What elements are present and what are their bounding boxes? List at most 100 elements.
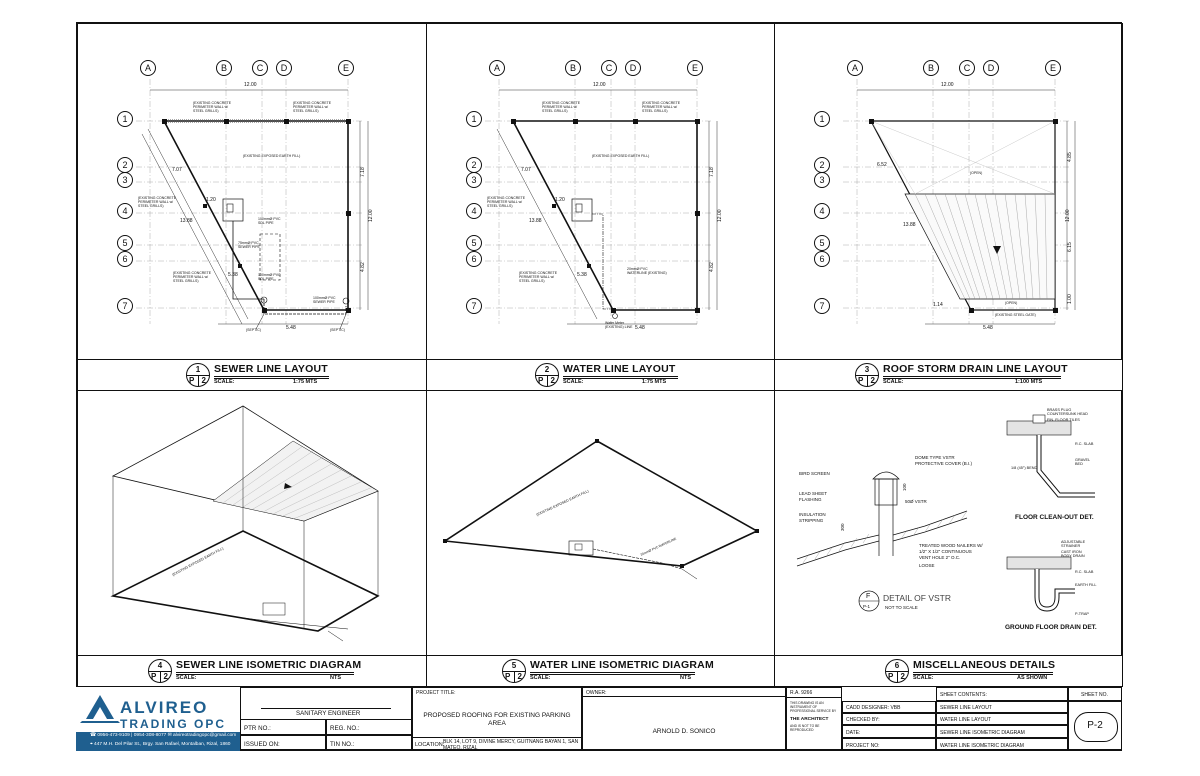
grid-bubble-row-2: 2 [466,157,482,173]
dimension-label: 12.00 [593,82,606,88]
dimension-label: 1.14 [933,302,943,308]
grid-bubble-col-b: B [923,60,939,76]
grid-bubble-col-a: A [489,60,505,76]
title-block: ALVIREO TRADING OPC ☎ 0956-473-9109 | 09… [76,686,1122,751]
dimension-label: 12.00 [941,82,954,88]
svg-text:PERIMETER WALL w/: PERIMETER WALL w/ [542,105,577,109]
label-loose: LOOSE [919,563,935,568]
svg-text:SDL PIPE: SDL PIPE [258,221,274,225]
grid-bubble-col-e: E [338,60,354,76]
svg-text:(EXISTING) LINE: (EXISTING) LINE [605,325,633,329]
svg-text:100mmØ PVC: 100mmØ PVC [258,217,281,221]
svg-text:STEEL GRILLS): STEEL GRILLS) [519,279,545,283]
svg-text:(EXISTING CONCRETE: (EXISTING CONCRETE [173,271,212,275]
ra-block: R.A. 9266 THIS DRAWING IS AN INSTRUMENT … [786,687,842,751]
svg-text:SEWER PIPE: SEWER PIPE [313,300,335,304]
label-nailers: TREATED WOOD NAILERS W/ [919,543,983,548]
panel-title: MISCELLANEOUS DETAILS [913,659,1056,671]
svg-text:(EXISTING CONCRETE: (EXISTING CONCRETE [642,101,681,105]
grid-bubble-row-6: 6 [814,251,830,267]
dimension-label: 5.48 [286,325,296,331]
svg-text:SEWER PIPE: SEWER PIPE [238,245,260,249]
grid-bubble-col-d: D [276,60,292,76]
svg-text:P-1: P-1 [863,604,871,609]
svg-text:VENT HOLE 2" O.C.: VENT HOLE 2" O.C. [919,555,960,560]
dimension-label: 1.00 [1067,294,1073,304]
dimension-label: 1.20 [555,197,565,203]
svg-text:100mmØ PVC: 100mmØ PVC [313,296,336,300]
panel-water-isometric: (EXISTING EXPOSED EARTH FILL) 20mmØ PVC … [426,390,775,687]
engineer-role: SANITARY ENGINEER [296,710,361,717]
grid-bubble-col-e: E [687,60,703,76]
dimension-label: 7.18 [360,167,366,177]
dimension-label: 5.38 [577,272,587,278]
dimension-label: 6.52 [877,162,887,168]
svg-text:TRADING OPC: TRADING OPC [120,717,226,731]
svg-text:PERIMETER WALL w/: PERIMETER WALL w/ [293,105,328,109]
svg-text:COUNTERSUNK HEAD: COUNTERSUNK HEAD [1047,412,1088,416]
grid-bubble-col-d: D [625,60,641,76]
svg-text:20mmØ PVC: 20mmØ PVC [627,267,648,271]
dimension-label: 7.18 [709,167,715,177]
grid-bubble-row-3: 3 [466,172,482,188]
dimension-label: 1.20 [206,197,216,203]
svg-text:FIN. FLOOR TILES: FIN. FLOOR TILES [1047,418,1080,422]
grid-bubble-col-a: A [847,60,863,76]
svg-text:WATERLINE (EXISTING): WATERLINE (EXISTING) [627,271,667,275]
svg-text:STRAINER: STRAINER [1061,544,1080,548]
dimension-label: 4.85 [1067,152,1073,162]
svg-text:BODY DRAIN: BODY DRAIN [1061,554,1085,558]
svg-text:STEEL GRILLS): STEEL GRILLS) [542,109,568,113]
svg-text:PERIMETER WALL w/: PERIMETER WALL w/ [193,105,228,109]
dimension-label: 5.38 [228,272,238,278]
panel-title: ROOF STORM DRAIN LINE LAYOUT [883,363,1068,375]
dimension-label: 13.88 [180,218,193,224]
vstr-title: DETAIL OF VSTR [883,593,951,603]
water-isometric-drawing: (EXISTING EXPOSED EARTH FILL) 20mmØ PVC … [442,439,759,580]
panel-title: SEWER LINE LAYOUT [214,363,328,375]
svg-text:75mmØ PVC: 75mmØ PVC [238,241,259,245]
svg-text:STRIPPING: STRIPPING [799,518,824,523]
dimension-label: 7.07 [521,167,531,173]
svg-text:1/2" X 1/2" CONTINUOUS: 1/2" X 1/2" CONTINUOUS [919,549,972,554]
dimension-label: 5.48 [635,325,645,331]
dimension-label: 12.00 [368,209,374,222]
logo-mark-icon: ALVIREO TRADING OPC [80,695,226,731]
svg-text:PERIMETER WALL w/: PERIMETER WALL w/ [173,275,208,279]
label-dome: DOME TYPE VSTR [915,455,955,460]
svg-text:PERIMETER WALL w/: PERIMETER WALL w/ [642,105,677,109]
grid-bubble-row-1: 1 [814,111,830,127]
dimension-label: 12.00 [244,82,257,88]
sewer-isometric-drawing: (EXISTING EXPOSED EARTH FILL) [110,405,380,642]
grid-bubble-row-4: 4 [466,203,482,219]
dimension-label: 13.88 [529,218,542,224]
svg-text:STEEL GRILLS): STEEL GRILLS) [293,109,319,113]
grid-bubble-row-7: 7 [466,298,482,314]
dimension-label: 13.88 [903,222,916,228]
svg-text:(EXISTING CONCRETE: (EXISTING CONCRETE [542,101,581,105]
contact-address: ⌖ 447 M.H. Del Pilar St., Brgy. San Rafa… [90,742,231,747]
svg-text:STEEL GRILLS): STEEL GRILLS) [138,204,164,208]
svg-text:(OPEN): (OPEN) [1005,301,1017,305]
svg-text:1/8 (45°) BEND: 1/8 (45°) BEND [1011,466,1037,470]
svg-text:(EXISTING STEEL GATE): (EXISTING STEEL GATE) [995,313,1036,317]
svg-text:(EXISTING CONCRETE: (EXISTING CONCRETE [519,271,558,275]
grid-bubble-col-d: D [983,60,999,76]
svg-text:(EXISTING EXPOSED EARTH FILL): (EXISTING EXPOSED EARTH FILL) [243,154,300,158]
svg-text:300: 300 [840,523,845,531]
sheet-number: P-2 [1068,701,1122,751]
